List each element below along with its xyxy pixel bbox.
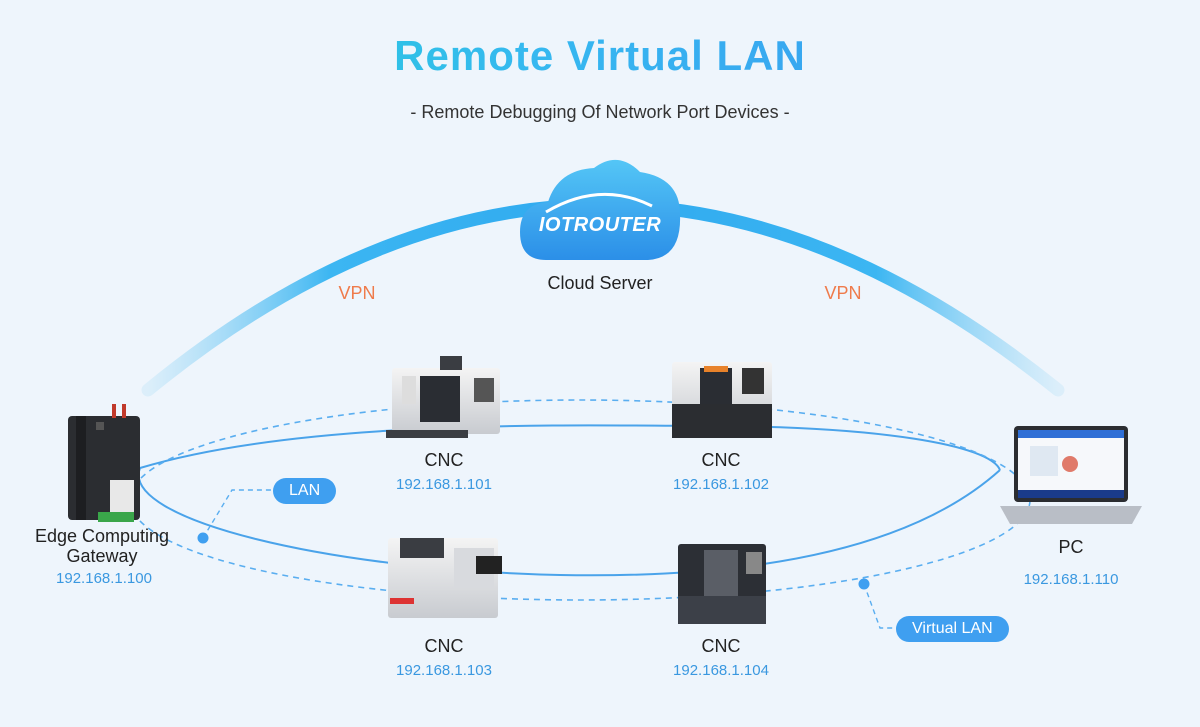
virtual-lan-badge: Virtual LAN [896, 616, 1009, 642]
pc-laptop-icon [1000, 426, 1142, 524]
cnc-machine-103-icon [388, 538, 502, 618]
cnc-machine-104-icon [678, 544, 766, 624]
cloud-icon [520, 159, 681, 260]
vpn-left-label: VPN [338, 283, 376, 303]
cnc-104-label: CNC [701, 636, 741, 656]
lan-connector [202, 489, 275, 539]
page-title: Remote Virtual LAN [0, 32, 1200, 80]
cnc-machine-102-icon [672, 362, 772, 438]
cnc-102-ip: 192.168.1.102 [673, 476, 769, 493]
lan-badge: LAN [273, 478, 337, 504]
lan-node-dot [197, 532, 209, 544]
vpn-right-label: VPN [824, 283, 862, 303]
virtual-lan-connector [863, 583, 898, 629]
gateway-device-icon [68, 404, 140, 522]
cnc-102-label: CNC [701, 450, 741, 470]
gateway-ip: 192.168.1.100 [56, 570, 152, 587]
cnc-101-ip: 192.168.1.101 [396, 476, 492, 493]
pc-label: PC [1058, 537, 1084, 557]
page-subtitle: - Remote Debugging Of Network Port Devic… [410, 102, 790, 122]
gateway-label: Edge Computing Gateway [34, 526, 170, 566]
cloud-brand-label: IOTROUTER [538, 214, 662, 236]
cnc-103-label: CNC [424, 636, 464, 656]
cnc-103-ip: 192.168.1.103 [396, 662, 492, 679]
lan-loop [137, 424, 1001, 577]
cnc-101-label: CNC [424, 450, 464, 470]
cnc-machine-101-icon [386, 356, 500, 438]
cnc-104-ip: 192.168.1.104 [673, 662, 769, 679]
virtual-lan-node-dot [858, 578, 870, 590]
pc-ip: 192.168.1.110 [1023, 571, 1119, 588]
cloud-server-label: Cloud Server [547, 273, 653, 293]
virtual-lan-loop [129, 399, 1031, 601]
